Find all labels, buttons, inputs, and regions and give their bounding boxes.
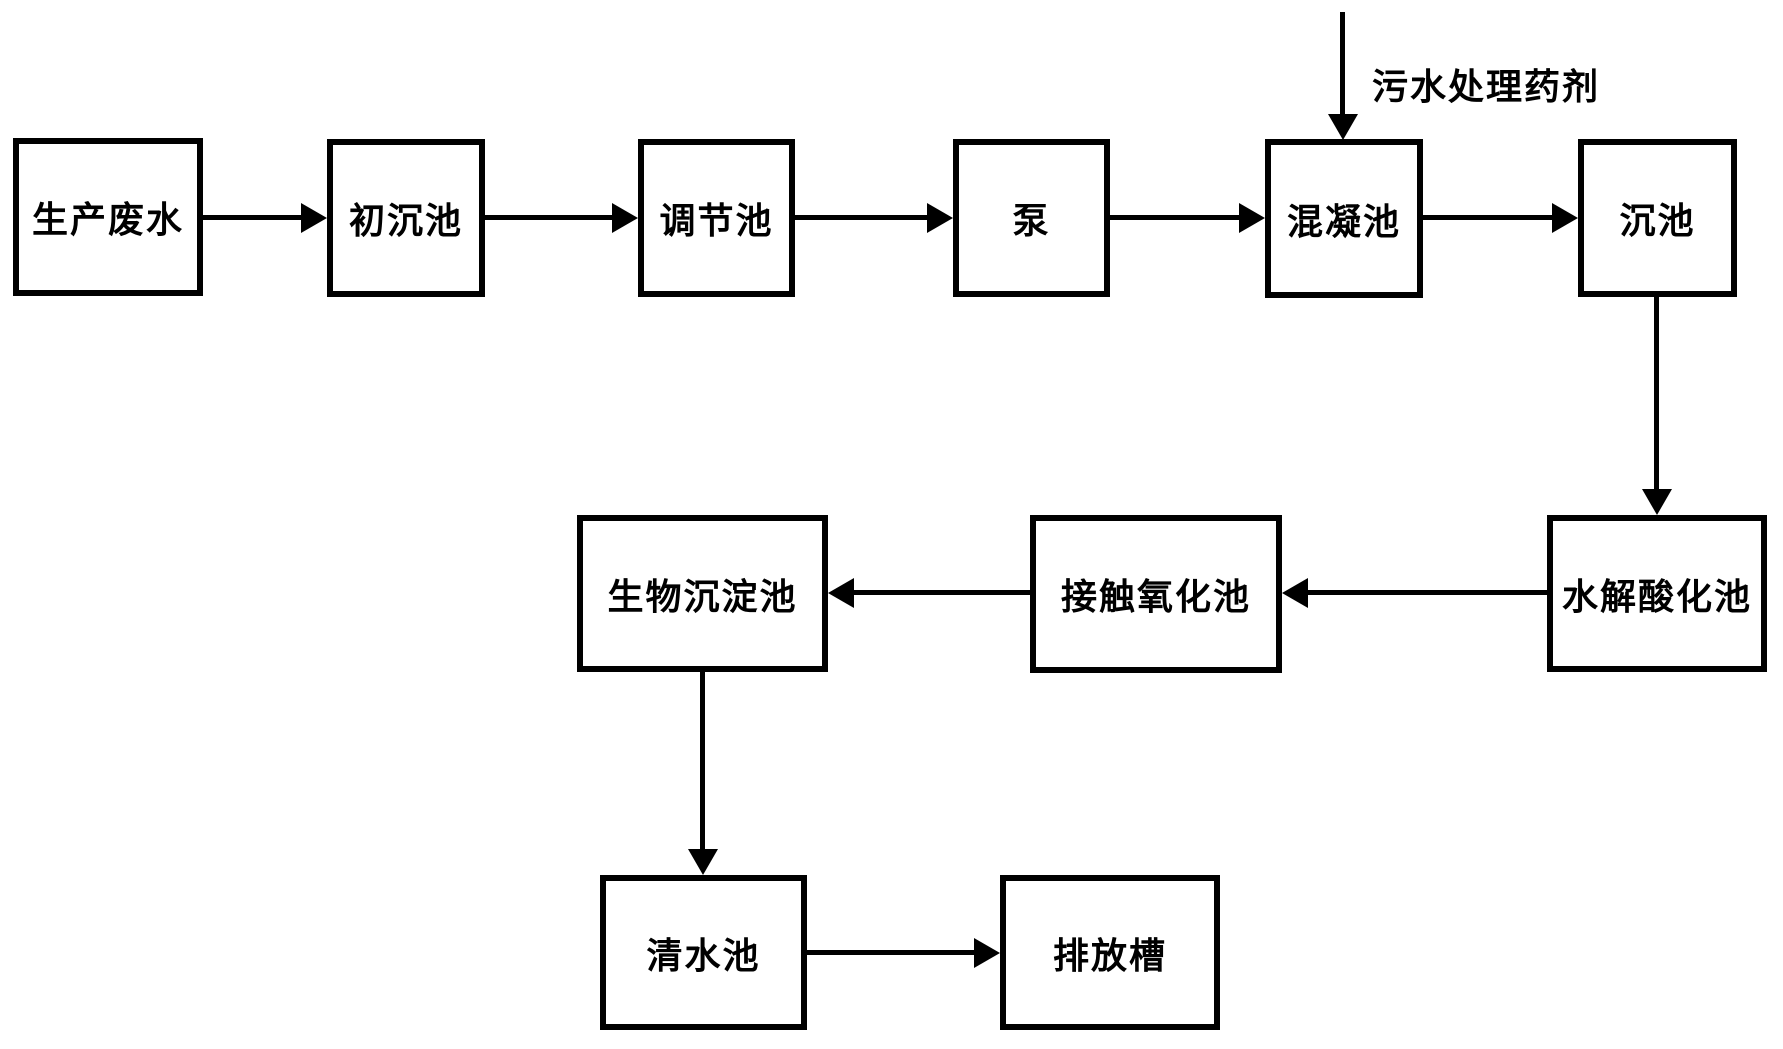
arrow-line-hydrolysis-to-contact-oxidation xyxy=(1308,590,1547,595)
arrow-line-clear-water-to-discharge xyxy=(807,950,974,955)
node-label-biological-sedimentation-tank: 生物沉淀池 xyxy=(607,576,798,618)
arrow-head-hydrolysis-to-contact-oxidation xyxy=(1282,578,1308,608)
arrow-line-primary-to-regulating xyxy=(485,215,612,220)
node-production-wastewater: 生产废水 xyxy=(13,138,203,296)
annotation-chemical-dosing: 污水处理药剂 xyxy=(1372,67,1601,108)
arrow-line-production-to-primary xyxy=(203,215,301,220)
node-hydrolysis-acidification-tank: 水解酸化池 xyxy=(1547,515,1767,672)
node-regulating-tank: 调节池 xyxy=(638,139,795,297)
arrow-head-contact-oxidation-to-biological xyxy=(828,578,854,608)
arrow-line-chemical-dosing xyxy=(1340,12,1345,114)
node-label-primary-sedimentation-tank: 初沉池 xyxy=(348,201,463,242)
arrow-head-sedimentation-to-hydrolysis xyxy=(1642,489,1672,515)
arrow-line-coagulation-to-sedimentation xyxy=(1423,215,1552,220)
node-label-production-wastewater: 生产废水 xyxy=(31,200,184,241)
node-primary-sedimentation-tank: 初沉池 xyxy=(327,139,485,297)
arrow-head-chemical-dosing xyxy=(1328,114,1358,140)
arrow-head-regulating-to-pump xyxy=(927,203,953,233)
node-label-clear-water-tank: 清水池 xyxy=(646,935,761,977)
node-sedimentation-tank: 沉池 xyxy=(1578,139,1737,297)
node-label-regulating-tank: 调节池 xyxy=(659,201,774,242)
arrow-line-pump-to-coagulation xyxy=(1110,215,1239,220)
arrow-head-biological-to-clear-water xyxy=(688,849,718,875)
node-discharge-trough: 排放槽 xyxy=(1000,875,1220,1030)
node-label-pump: 泵 xyxy=(1012,201,1051,242)
arrow-line-contact-oxidation-to-biological xyxy=(854,590,1030,595)
arrow-line-biological-to-clear-water xyxy=(700,672,705,849)
node-label-coagulation-tank: 混凝池 xyxy=(1286,201,1401,243)
arrow-line-sedimentation-to-hydrolysis xyxy=(1654,297,1659,489)
node-contact-oxidation-tank: 接触氧化池 xyxy=(1030,515,1282,673)
node-label-hydrolysis-acidification-tank: 水解酸化池 xyxy=(1561,576,1752,618)
arrow-head-production-to-primary xyxy=(301,203,327,233)
node-clear-water-tank: 清水池 xyxy=(600,875,807,1030)
arrow-head-pump-to-coagulation xyxy=(1239,203,1265,233)
node-label-discharge-trough: 排放槽 xyxy=(1052,935,1167,977)
arrow-head-primary-to-regulating xyxy=(612,203,638,233)
node-label-sedimentation-tank: 沉池 xyxy=(1619,201,1696,242)
arrow-head-coagulation-to-sedimentation xyxy=(1552,203,1578,233)
arrow-head-clear-water-to-discharge xyxy=(974,938,1000,968)
node-pump: 泵 xyxy=(953,139,1110,297)
arrow-line-regulating-to-pump xyxy=(795,215,927,220)
node-coagulation-tank: 混凝池 xyxy=(1265,139,1423,298)
node-biological-sedimentation-tank: 生物沉淀池 xyxy=(577,515,828,672)
node-label-contact-oxidation-tank: 接触氧化池 xyxy=(1060,577,1251,618)
